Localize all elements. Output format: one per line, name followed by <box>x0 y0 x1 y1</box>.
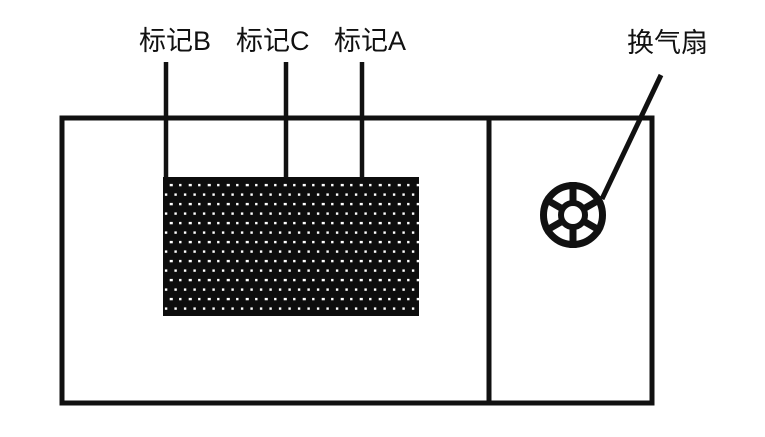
dotted-region <box>163 177 419 316</box>
fan-hub <box>558 200 588 230</box>
leader-fan <box>599 73 664 201</box>
label-mark-a: 标记A <box>334 26 407 56</box>
label-mark-b: 标记B <box>139 26 212 56</box>
ventilation-fan-icon <box>540 182 606 248</box>
chamber-outline <box>59 115 655 406</box>
label-mark-c: 标记C <box>236 26 310 56</box>
label-ventilation-fan: 换气扇 <box>627 28 708 58</box>
